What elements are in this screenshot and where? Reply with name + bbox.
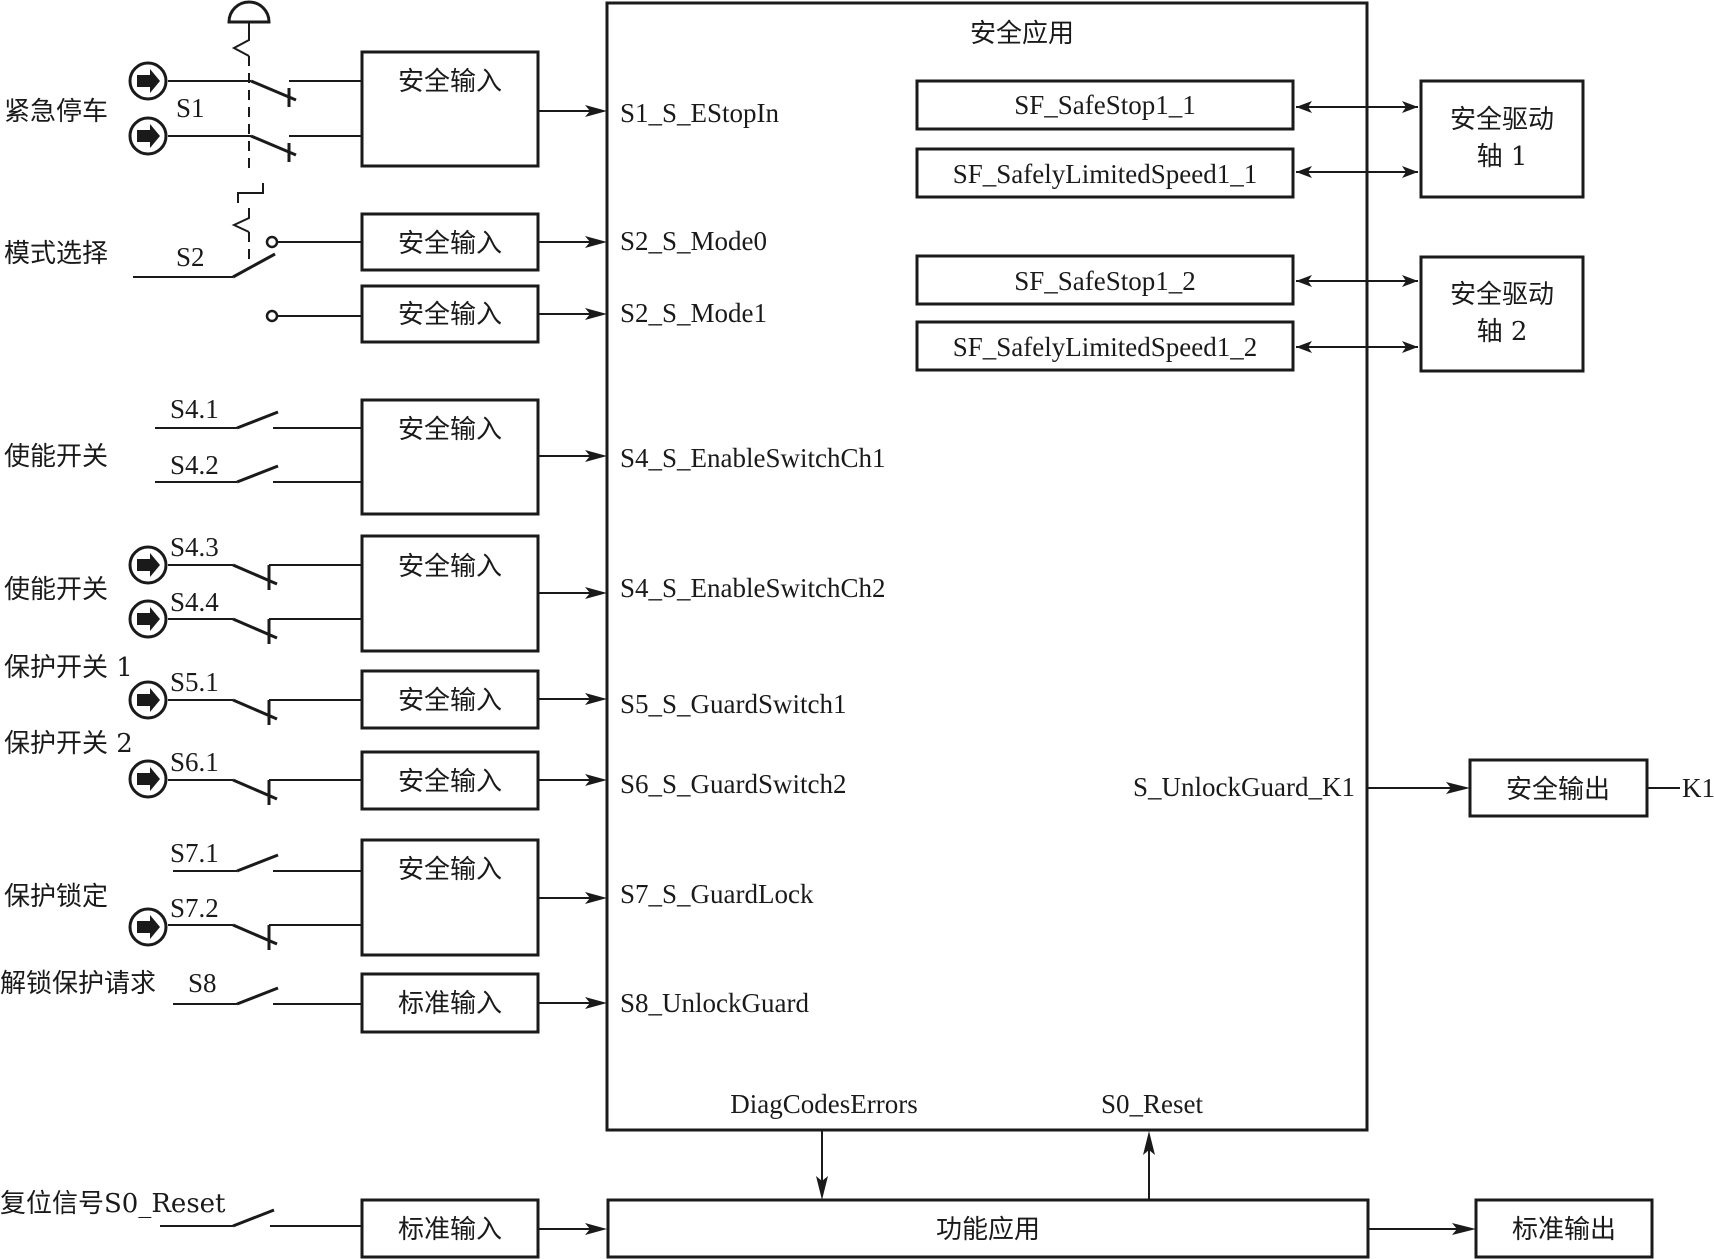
positive-opening-icon xyxy=(128,545,168,585)
svg-text:SF_SafeStop1_1: SF_SafeStop1_1 xyxy=(1014,90,1196,120)
reset-arrow-head xyxy=(1143,1131,1155,1155)
safety-input-block-s6[interactable]: 安全输入 xyxy=(360,750,540,811)
function-block-safestop-2[interactable]: SF_SafeStop1_2 xyxy=(915,254,1295,306)
mode-tag: S2 xyxy=(176,242,205,272)
svg-text:轴 2: 轴 2 xyxy=(1477,317,1528,347)
enable-label-2: 使能开关 xyxy=(4,575,108,605)
guard1-label: 保护开关 1 xyxy=(4,653,133,683)
reset-label: 复位信号S0_Reset xyxy=(0,1189,226,1219)
svg-text:标准输出: 标准输出 xyxy=(1512,1215,1616,1245)
signal-s8-unlockguard: S8_UnlockGuard xyxy=(620,988,809,1018)
signal-s7-guardlock: S7_S_GuardLock xyxy=(620,879,814,909)
guardlock-label: 保护锁定 xyxy=(4,882,108,912)
signal-diagcodes: DiagCodesErrors xyxy=(730,1089,917,1119)
svg-text:安全输入: 安全输入 xyxy=(398,415,502,445)
estop-label: 紧急停车 xyxy=(4,97,108,127)
svg-text:标准输入: 标准输入 xyxy=(398,1215,502,1245)
unlock-label: 解锁保护请求 xyxy=(0,969,156,999)
enable-tag-s4-3: S4.3 xyxy=(170,532,219,562)
safety-output-block[interactable]: 安全输出 xyxy=(1468,758,1649,818)
svg-text:SF_SafeStop1_2: SF_SafeStop1_2 xyxy=(1014,266,1196,296)
function-block-slspeed-1[interactable]: SF_SafelyLimitedSpeed1_1 xyxy=(915,147,1295,199)
safety-input-block-s2-mode1[interactable]: 安全输入 xyxy=(360,284,540,344)
safety-input-block-s2-mode0[interactable]: 安全输入 xyxy=(360,212,540,272)
positive-opening-icon xyxy=(128,759,168,799)
enable-tag-s4-2: S4.2 xyxy=(170,450,219,480)
safety-input-block-s4-ch2[interactable]: 安全输入 xyxy=(360,534,540,653)
signal-s1-estop: S1_S_EStopIn xyxy=(620,98,780,128)
diag-arrow-head xyxy=(816,1176,828,1200)
svg-text:安全输入: 安全输入 xyxy=(398,552,502,582)
function-block-safestop-1[interactable]: SF_SafeStop1_1 xyxy=(915,79,1295,131)
svg-text:安全输入: 安全输入 xyxy=(398,855,502,885)
standard-input-block-reset[interactable]: 标准输入 xyxy=(360,1198,540,1259)
guard2-label: 保护开关 2 xyxy=(4,729,133,759)
safety-input-block-s5[interactable]: 安全输入 xyxy=(360,669,540,730)
standard-output-block[interactable]: 标准输出 xyxy=(1474,1198,1654,1259)
k1-label: K1 xyxy=(1682,773,1714,803)
guard-switch-s5[interactable]: 保护开关 1 S5.1 xyxy=(4,653,362,725)
k1-output-arrow xyxy=(1446,782,1470,794)
safety-input-block-s7[interactable]: 安全输入 xyxy=(360,838,540,957)
svg-text:标准输入: 标准输入 xyxy=(398,989,502,1019)
safe-drive-axis-1[interactable]: 安全驱动 轴 1 xyxy=(1419,79,1585,199)
enable-switch-s4-3-4[interactable]: 使能开关 S4.3 S4.4 xyxy=(4,532,362,644)
standard-output-arrow xyxy=(1452,1223,1476,1235)
svg-text:安全输入: 安全输入 xyxy=(398,686,502,716)
positive-opening-icon xyxy=(128,907,168,947)
svg-text:SF_SafelyLimitedSpeed1_2: SF_SafelyLimitedSpeed1_2 xyxy=(953,332,1257,362)
svg-text:安全驱动: 安全驱动 xyxy=(1450,105,1554,135)
function-application-block[interactable]: 功能应用 xyxy=(606,1198,1370,1259)
safety-application-title: 安全应用 xyxy=(970,19,1074,49)
positive-opening-icon xyxy=(128,61,168,101)
svg-text:功能应用: 功能应用 xyxy=(936,1215,1040,1245)
signal-s2-mode0: S2_S_Mode0 xyxy=(620,226,767,256)
drive-connectors xyxy=(1296,101,1418,353)
guard2-tag: S6.1 xyxy=(170,747,219,777)
input-arrows xyxy=(538,105,607,1235)
svg-text:安全输入: 安全输入 xyxy=(398,67,502,97)
safety-input-block-s4-ch1[interactable]: 安全输入 xyxy=(360,398,540,516)
unlock-tag: S8 xyxy=(188,968,217,998)
positive-opening-icon xyxy=(128,116,168,156)
svg-text:轴 1: 轴 1 xyxy=(1477,142,1528,172)
enable-switch-s4-1-2[interactable]: 使能开关 S4.1 S4.2 xyxy=(4,394,362,484)
svg-text:安全输入: 安全输入 xyxy=(398,767,502,797)
signal-s2-mode1: S2_S_Mode1 xyxy=(620,298,767,328)
function-block-slspeed-2[interactable]: SF_SafelyLimitedSpeed1_2 xyxy=(915,320,1295,372)
mode-selector-s2[interactable]: 模式选择 S2 xyxy=(4,183,362,323)
svg-text:安全驱动: 安全驱动 xyxy=(1450,280,1554,310)
enable-tag-s4-1: S4.1 xyxy=(170,394,219,424)
signal-s4-enable-ch2: S4_S_EnableSwitchCh2 xyxy=(620,573,886,603)
reset-switch-s0[interactable]: 复位信号S0_Reset xyxy=(0,1189,362,1228)
mushroom-button-icon xyxy=(227,0,271,24)
enable-label-1: 使能开关 xyxy=(4,442,108,472)
safety-input-block-s1[interactable]: 安全输入 xyxy=(360,50,540,168)
standard-input-block-s8[interactable]: 标准输入 xyxy=(360,972,540,1034)
unlock-request-s8[interactable]: 解锁保护请求 S8 xyxy=(0,968,362,1006)
signal-s6-guard2: S6_S_GuardSwitch2 xyxy=(620,769,847,799)
estop-device-s1[interactable]: 紧急停车 S1 xyxy=(4,0,362,175)
enable-tag-s4-4: S4.4 xyxy=(170,587,219,617)
signal-s0-reset: S0_Reset xyxy=(1101,1089,1204,1119)
guard1-tag: S5.1 xyxy=(170,667,219,697)
guard-switch-s6[interactable]: 保护开关 2 S6.1 xyxy=(4,729,362,805)
signal-s4-enable-ch1: S4_S_EnableSwitchCh1 xyxy=(620,443,886,473)
positive-opening-icon xyxy=(128,680,168,720)
svg-text:安全输入: 安全输入 xyxy=(398,229,502,259)
signal-s5-guard1: S5_S_GuardSwitch1 xyxy=(620,689,847,719)
svg-text:安全输出: 安全输出 xyxy=(1506,775,1610,805)
svg-text:SF_SafelyLimitedSpeed1_1: SF_SafelyLimitedSpeed1_1 xyxy=(953,159,1257,189)
positive-opening-icon xyxy=(128,599,168,639)
signal-unlockguard-k1: S_UnlockGuard_K1 xyxy=(1133,772,1355,802)
mode-label: 模式选择 xyxy=(4,239,108,269)
guardlock-tag-s7-1: S7.1 xyxy=(170,838,219,868)
safe-drive-axis-2[interactable]: 安全驱动 轴 2 xyxy=(1419,255,1585,373)
svg-text:安全输入: 安全输入 xyxy=(398,300,502,330)
guardlock-tag-s7-2: S7.2 xyxy=(170,893,219,923)
estop-tag: S1 xyxy=(176,93,205,123)
guard-lock-s7[interactable]: 保护锁定 S7.1 S7.2 xyxy=(4,838,362,950)
